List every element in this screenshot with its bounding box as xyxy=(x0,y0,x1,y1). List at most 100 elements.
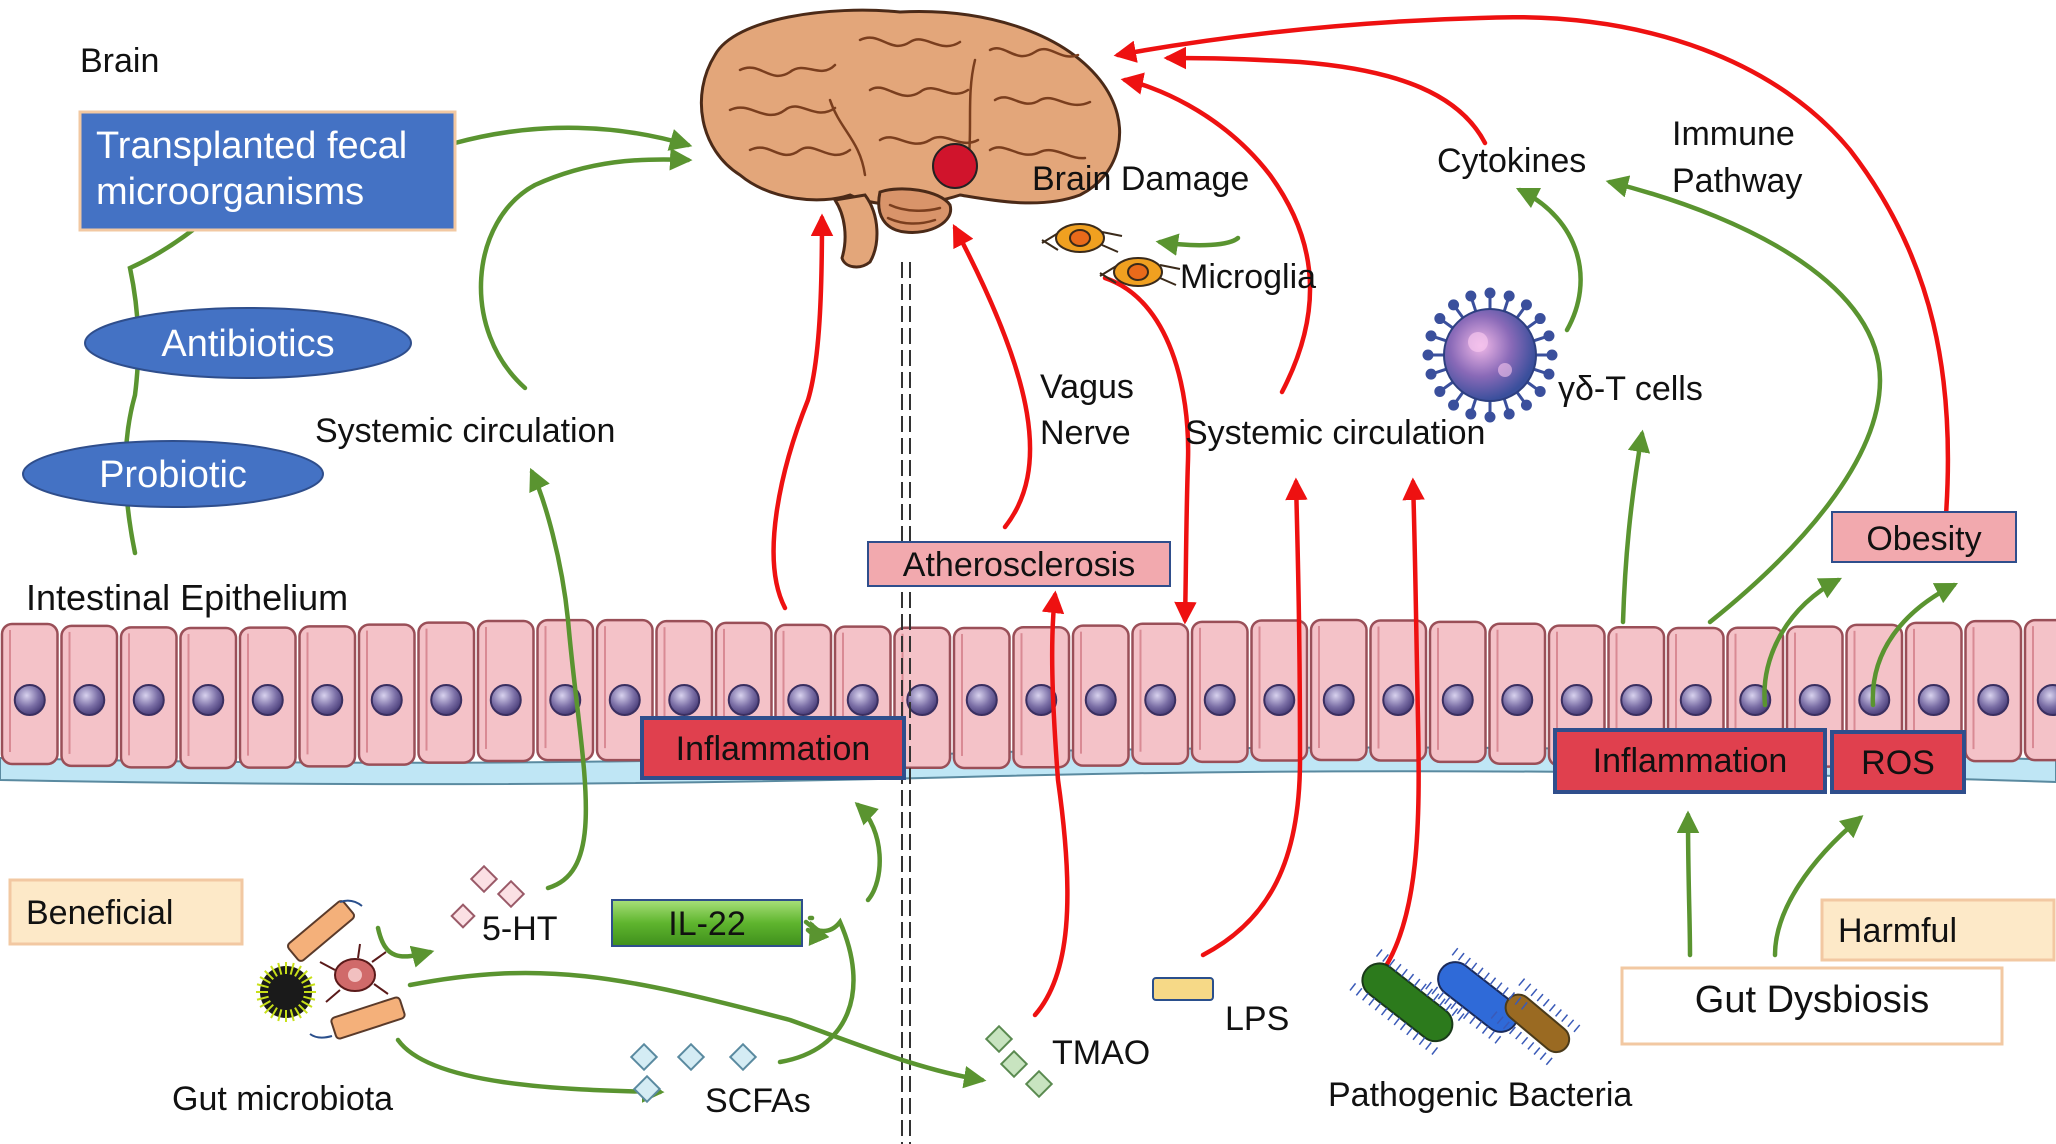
label-gut-microbiota: Gut microbiota xyxy=(172,1080,393,1118)
nucleus xyxy=(1977,684,2010,716)
epithelial-cell xyxy=(60,624,119,768)
epithelial-cell xyxy=(179,626,238,770)
label-5ht: 5-HT xyxy=(482,910,558,948)
inflammation-left-box xyxy=(640,716,906,780)
gut-dysbiosis-box xyxy=(1620,966,2004,1046)
harmful-box xyxy=(1820,898,2056,962)
nucleus xyxy=(608,684,641,716)
label-cytokines: Cytokines xyxy=(1437,142,1586,180)
nucleus xyxy=(1501,684,1534,716)
nucleus xyxy=(1203,684,1236,716)
intestinal-epithelium xyxy=(0,618,2056,786)
label-pathogenic-bacteria: Pathogenic Bacteria xyxy=(1328,1076,1632,1114)
label-systemic-right: Systemic circulation xyxy=(1185,414,1485,452)
brain-icon xyxy=(699,8,1122,269)
epithelial-cell xyxy=(119,626,178,769)
obesity-box xyxy=(1831,511,2017,563)
epithelial-cell xyxy=(1012,625,1071,769)
label-beneficial: Beneficial xyxy=(26,894,173,932)
nucleus xyxy=(1263,684,1296,716)
nucleus xyxy=(1382,684,1415,716)
label-atherosclerosis: Atherosclerosis xyxy=(903,546,1135,584)
il22-box xyxy=(611,899,803,947)
epithelial-cell xyxy=(417,621,476,764)
epithelial-cell xyxy=(1250,619,1309,762)
label-brain: Brain xyxy=(80,42,159,80)
nucleus xyxy=(1144,684,1177,716)
ros-box xyxy=(1830,730,1966,794)
probiotic-ellipse xyxy=(22,440,324,508)
epithelial-cell xyxy=(238,626,297,769)
scfa-icon xyxy=(629,1042,758,1104)
epithelial-cell xyxy=(357,623,416,766)
gut-microbiota-icons xyxy=(256,899,406,1040)
red-arrows xyxy=(771,15,1951,1018)
microglia-icon xyxy=(1041,223,1181,287)
label-il22: IL-22 xyxy=(668,905,746,943)
nucleus xyxy=(370,684,403,716)
divider-line xyxy=(901,262,911,1144)
label-probiotic: Probiotic xyxy=(99,454,247,496)
nucleus xyxy=(430,684,463,716)
nucleus xyxy=(132,684,165,716)
label-lps: LPS xyxy=(1225,1000,1289,1038)
atherosclerosis-box xyxy=(867,541,1171,587)
epithelial-cell xyxy=(536,618,595,762)
nucleus xyxy=(965,684,998,716)
label-vagus-2: Nerve xyxy=(1040,414,1131,452)
label-immune-pathway-2: Pathway xyxy=(1672,162,1802,200)
lps-icon xyxy=(1152,977,1214,1001)
nucleus xyxy=(1441,684,1474,716)
nucleus xyxy=(1620,684,1653,716)
label-inflammation-right: Inflammation xyxy=(1593,742,1788,780)
beneficial-box xyxy=(8,878,244,946)
epithelial-cell xyxy=(2023,618,2056,762)
nucleus xyxy=(1917,684,1950,716)
label-gd-t-cells: γδ-T cells xyxy=(1558,370,1703,408)
epithelial-cell xyxy=(0,622,59,766)
nucleus xyxy=(1560,684,1593,716)
label-vagus-1: Vagus xyxy=(1040,368,1134,406)
label-microglia: Microglia xyxy=(1180,258,1316,296)
tmao-icon xyxy=(984,1024,1054,1099)
nucleus xyxy=(73,684,106,716)
epithelial-cell xyxy=(1964,619,2023,763)
label-obesity: Obesity xyxy=(1866,520,1981,558)
nucleus xyxy=(727,684,760,716)
epithelial-cell xyxy=(1131,622,1190,765)
nucleus xyxy=(251,684,284,716)
label-gut-dysbiosis: Gut Dysbiosis xyxy=(1695,979,1929,1021)
epithelial-cell xyxy=(952,626,1011,770)
nucleus xyxy=(1084,684,1117,716)
epithelial-cell xyxy=(1488,622,1547,765)
nucleus xyxy=(549,684,582,716)
inflammation-right-box xyxy=(1553,728,1827,794)
epithelial-cell xyxy=(1309,618,1368,762)
label-intestinal-epithelium: Intestinal Epithelium xyxy=(26,577,348,618)
nucleus xyxy=(906,684,939,716)
bacteria-icon xyxy=(1349,947,1581,1066)
nucleus xyxy=(311,684,344,716)
transplanted-box xyxy=(78,110,457,232)
epithelial-cell xyxy=(893,626,952,770)
nucleus xyxy=(1679,684,1712,716)
epithelial-cell xyxy=(1428,620,1487,764)
green-arrows xyxy=(123,125,1959,1103)
label-transplanted-2: microorganisms xyxy=(96,171,364,213)
epithelial-cell xyxy=(1071,624,1130,767)
antibiotics-ellipse xyxy=(84,307,412,379)
epithelial-cell xyxy=(1369,619,1428,762)
label-transplanted-1: Transplanted fecal xyxy=(96,125,407,167)
label-harmful: Harmful xyxy=(1838,912,1957,950)
nucleus xyxy=(846,684,879,716)
label-systemic-left: Systemic circulation xyxy=(315,412,615,450)
epithelial-cell xyxy=(298,625,357,768)
nucleus xyxy=(1322,684,1355,716)
5-ht-icon xyxy=(450,864,526,929)
label-antibiotics: Antibiotics xyxy=(161,323,334,365)
nucleus xyxy=(1798,684,1831,716)
label-tmao: TMAO xyxy=(1052,1034,1150,1072)
label-brain-damage: Brain Damage xyxy=(1032,160,1249,198)
epithelial-cell xyxy=(476,619,535,763)
